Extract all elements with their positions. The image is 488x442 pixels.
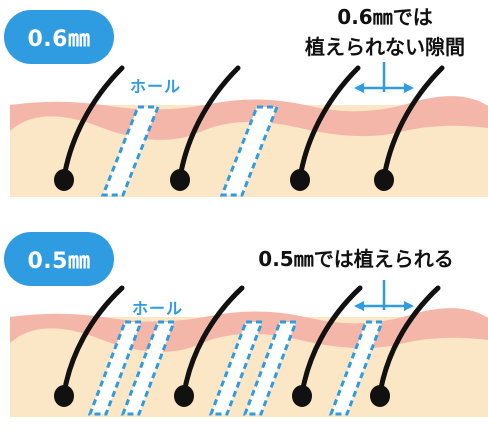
hair-bulb: [170, 169, 190, 191]
caption-line: 0.6㎜では: [337, 5, 433, 29]
hair-bulb: [370, 385, 390, 407]
hair-strand: [177, 65, 241, 181]
hair-strand: [381, 65, 445, 181]
caption-line: 0.5㎜では植えられる: [258, 247, 454, 271]
hole-label: ホール: [132, 299, 184, 318]
hairs: [61, 285, 441, 397]
hair-strand: [181, 285, 245, 397]
hair-bulb: [292, 385, 312, 407]
holes: [100, 105, 280, 197]
hole: [120, 320, 177, 416]
hole: [328, 320, 385, 416]
arrow-head-right: [404, 301, 414, 311]
hair-bulbs: [54, 385, 390, 407]
caption: 0.6㎜では 植えられない隙間: [285, 2, 485, 62]
hair-strand: [377, 285, 441, 397]
hole: [87, 320, 144, 416]
panel-0-6mm: 0.6㎜ 0.6㎜では 植えられない隙間 ホール: [0, 0, 488, 220]
holes: [87, 320, 385, 416]
arrow-head-right: [404, 83, 414, 93]
hole: [242, 320, 299, 416]
hair-bulb: [374, 169, 394, 191]
hairs: [61, 65, 445, 181]
arrow-head-left: [354, 301, 364, 311]
gap-arrow: [354, 280, 414, 311]
hole: [219, 105, 280, 197]
skin-diagram-0-5mm: [10, 280, 488, 417]
hair-strand: [297, 65, 361, 181]
skin-diagram-0-6mm: [10, 62, 488, 197]
hole-label: ホール: [130, 77, 182, 96]
arrow-head-left: [354, 83, 364, 93]
hole: [100, 105, 161, 197]
hair-strand: [61, 65, 125, 181]
caption-line: 植えられない隙間: [305, 35, 465, 59]
gap-arrow: [354, 62, 414, 93]
hair-bulb: [174, 385, 194, 407]
panel-0-5mm: 0.5㎜ 0.5㎜では植えられる ホール: [0, 222, 488, 442]
caption: 0.5㎜では植えられる: [225, 244, 487, 274]
hair-bulb: [54, 169, 74, 191]
hair-strand: [61, 285, 125, 397]
hair-strand: [299, 285, 363, 397]
size-badge: 0.6㎜: [4, 10, 114, 64]
hair-bulb: [54, 385, 74, 407]
hair-bulbs: [54, 169, 394, 191]
hair-bulb: [290, 169, 310, 191]
hole: [208, 320, 265, 416]
size-badge: 0.5㎜: [4, 232, 114, 286]
